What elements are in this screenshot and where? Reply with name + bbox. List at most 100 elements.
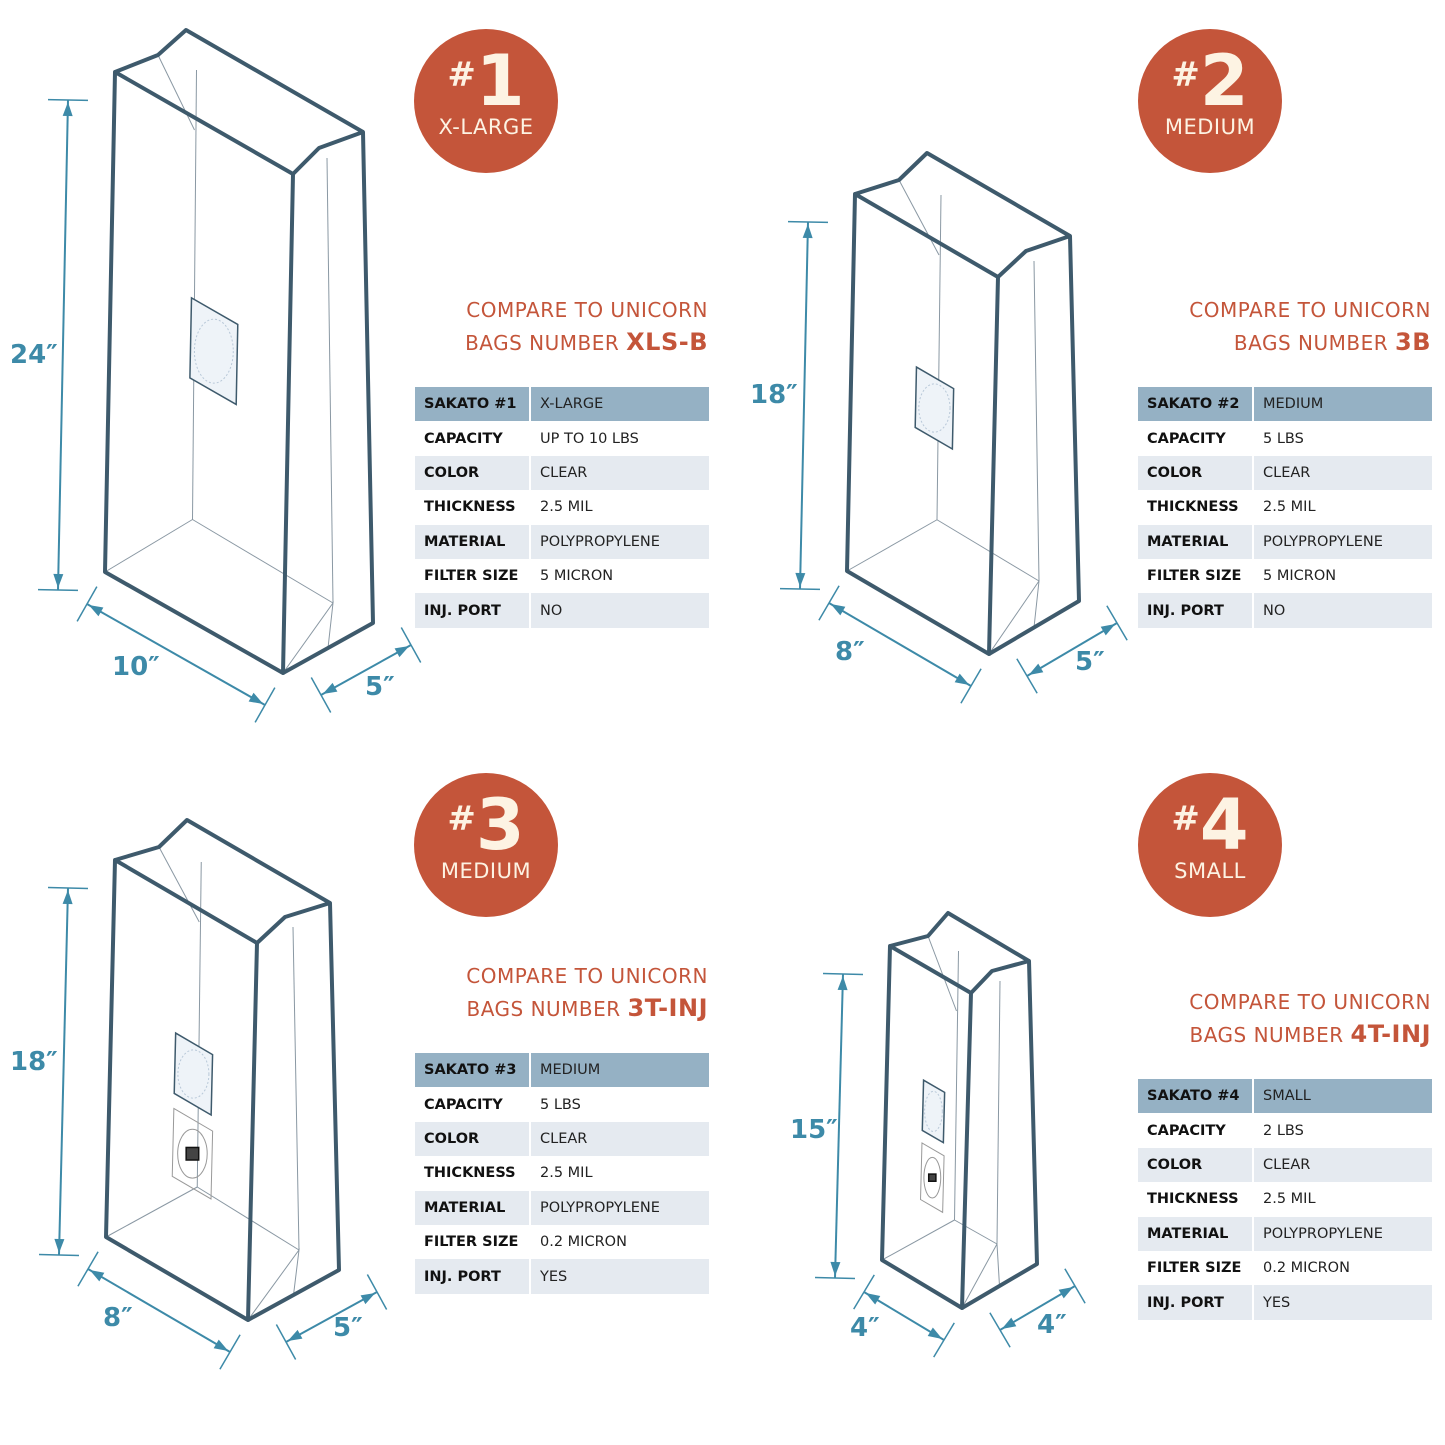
dimension-line: [1026, 622, 1118, 677]
injection-port-icon: [927, 1173, 937, 1182]
filter-circle: [918, 383, 951, 433]
spec-value: POLYPROPYLENE: [1254, 1216, 1432, 1251]
spec-label: CAPACITY: [1147, 1122, 1226, 1139]
badge-number-value: 4: [1199, 784, 1249, 866]
spec-value: 5 LBS: [540, 1096, 581, 1113]
injection-port-patch: [171, 1107, 214, 1200]
arrowhead-icon: [54, 1238, 65, 1254]
compare-prefix: BAGS NUMBER: [466, 997, 621, 1021]
compare-prefix: BAGS NUMBER: [465, 331, 620, 355]
table-row: SAKATO #1 X-LARGE: [415, 387, 709, 422]
dimension-line: [58, 887, 69, 1256]
dimension-tick: [275, 1324, 297, 1360]
arrowhead-icon: [927, 1327, 943, 1339]
arrowhead-icon: [830, 604, 846, 616]
table-row: CAPACITY 5 LBS: [1138, 421, 1432, 455]
bag-side-crease: [996, 980, 1001, 1245]
arrowhead-icon: [1001, 1317, 1017, 1329]
table-row: CAPACITY 2 LBS: [1138, 1113, 1432, 1147]
badge-size-label: SMALL: [1174, 859, 1246, 883]
bag-gusset-fold: [282, 601, 334, 674]
compare-line-1: COMPARE TO UNICORN: [466, 964, 708, 988]
table-row: FILTER SIZE 0.2 MICRON: [1138, 1251, 1432, 1285]
dimension-line: [828, 602, 972, 687]
spec-value: CLEAR: [531, 455, 709, 491]
spec-label: INJ. PORT: [415, 593, 529, 628]
dimension-tick: [254, 687, 276, 723]
spec-label: CAPACITY: [1147, 430, 1226, 447]
spec-value: YES: [1254, 1285, 1432, 1320]
spec-label: CAPACITY: [424, 430, 503, 447]
table-row: COLOR CLEAR: [1138, 455, 1432, 491]
spec-table: SAKATO #1 X-LARGE CAPACITY UP TO 10 LBS …: [413, 387, 711, 628]
table-row: FILTER SIZE 5 MICRON: [415, 559, 709, 593]
depth-dimension: [310, 627, 422, 713]
bag-side-crease: [292, 926, 300, 1251]
arrowhead-icon: [213, 1339, 229, 1351]
bag-gusset-fold: [988, 580, 1040, 655]
compare-text: COMPARE TO UNICORN BAGS NUMBER 3B: [1031, 294, 1431, 359]
spec-value: UP TO 10 LBS: [540, 430, 639, 447]
dimension-tick: [77, 1251, 99, 1287]
spec-value: 2 LBS: [1263, 1122, 1304, 1139]
depth-dimension: [275, 1274, 388, 1360]
injection-port-icon: [185, 1146, 200, 1161]
spec-table: SAKATO #3 MEDIUM CAPACITY 5 LBS COLOR CL…: [413, 1053, 711, 1294]
table-row: INJ. PORT YES: [415, 1259, 709, 1294]
bag-inner-edge: [898, 179, 940, 256]
spec-value: 0.2 MICRON: [540, 1234, 627, 1251]
width-dimension: [853, 1274, 955, 1358]
spec-label: FILTER SIZE: [424, 1234, 519, 1251]
dimension-tick: [1106, 605, 1128, 641]
spec-value: CLEAR: [1254, 455, 1432, 491]
compare-code: 4T-INJ: [1350, 1020, 1431, 1048]
dimension-height-label: 18″: [10, 1047, 58, 1077]
spec-value: CLEAR: [1254, 1147, 1432, 1183]
arrowhead-icon: [89, 1270, 105, 1282]
spec-label: COLOR: [415, 455, 529, 491]
dimension-tick: [38, 1253, 80, 1257]
arrowhead-icon: [360, 1292, 376, 1305]
size-badge: #1 X-LARGE: [414, 29, 558, 173]
arrowhead-icon: [865, 1293, 881, 1305]
arrowhead-icon: [248, 692, 264, 705]
table-row: THICKNESS 2.5 MIL: [415, 490, 709, 524]
arrowhead-icon: [1100, 624, 1116, 636]
filter-patch-icon: [914, 365, 955, 451]
spec-label: MATERIAL: [1138, 524, 1252, 559]
arrowhead-icon: [287, 1329, 303, 1342]
spec-value: X-LARGE: [531, 387, 709, 422]
bag-inner-edge: [157, 54, 195, 131]
spec-value: 2.5 MIL: [1263, 499, 1316, 516]
height-dimension: [38, 886, 89, 1257]
compare-prefix: BAGS NUMBER: [1189, 1023, 1344, 1047]
compare-line-2: BAGS NUMBER XLS-B: [308, 326, 708, 359]
compare-code: 3T-INJ: [627, 994, 708, 1022]
bag-inner-edge: [192, 69, 197, 520]
spec-value: 5 MICRON: [540, 568, 614, 585]
width-dimension: [76, 586, 276, 723]
filter-circle: [177, 1049, 210, 1099]
arrowhead-icon: [802, 223, 813, 239]
spec-value: 2.5 MIL: [540, 1165, 593, 1182]
bag-side-crease: [1033, 260, 1040, 582]
bag-top-seal: [114, 818, 332, 905]
arrowhead-icon: [837, 975, 848, 991]
spec-label: THICKNESS: [424, 1165, 516, 1182]
spec-label: FILTER SIZE: [1147, 1260, 1242, 1277]
table-row: MATERIAL POLYPROPYLENE: [1138, 524, 1432, 559]
spec-label: INJ. PORT: [415, 1259, 529, 1294]
spec-label: CAPACITY: [424, 1096, 503, 1113]
dimension-depth-label: 4″: [1037, 1310, 1067, 1340]
spec-label: COLOR: [415, 1121, 529, 1157]
compare-line-2: BAGS NUMBER 3T-INJ: [308, 992, 708, 1025]
badge-size-label: MEDIUM: [1164, 115, 1256, 139]
size-badge: #2 MEDIUM: [1138, 29, 1282, 173]
arrowhead-icon: [954, 673, 970, 685]
height-dimension: [779, 220, 829, 591]
table-row: CAPACITY UP TO 10 LBS: [415, 421, 709, 455]
bag-inner-edge: [954, 950, 959, 1221]
table-row: MATERIAL POLYPROPYLENE: [1138, 1216, 1432, 1251]
depth-dimension: [1016, 605, 1128, 694]
arrowhead-icon: [1028, 663, 1044, 675]
